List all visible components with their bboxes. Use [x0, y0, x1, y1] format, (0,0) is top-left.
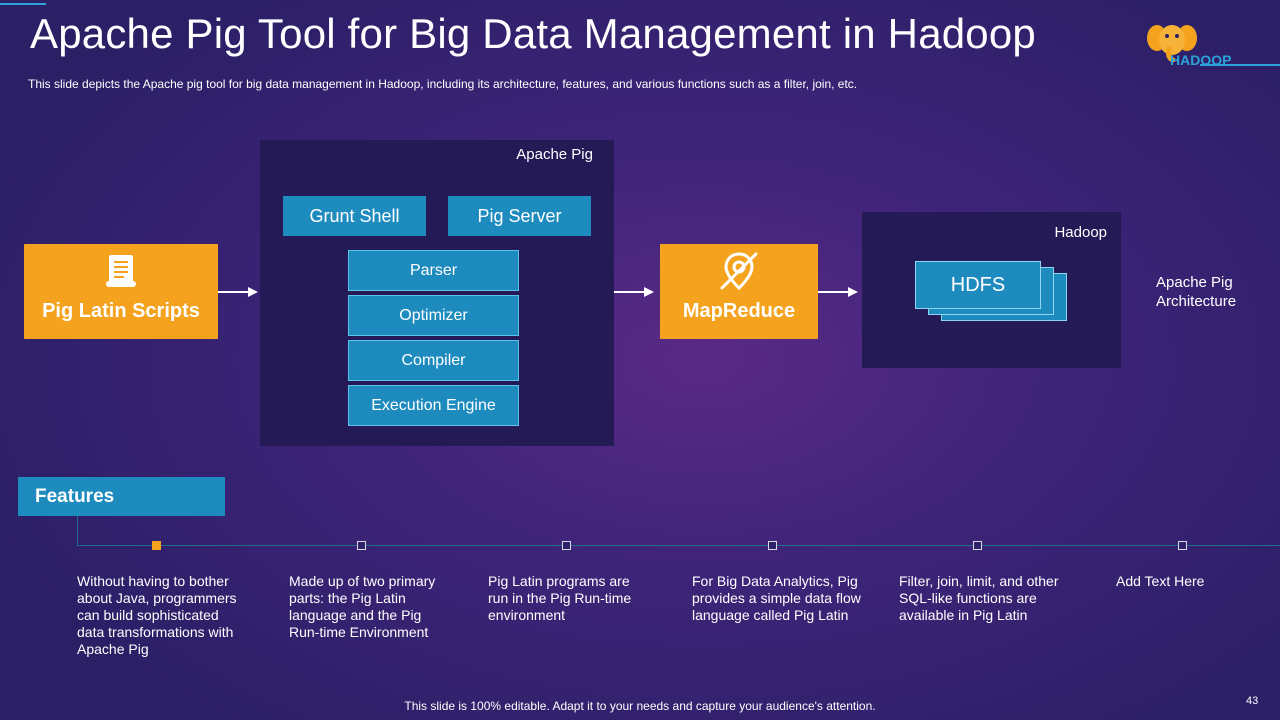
optimizer-box: Optimizer	[348, 295, 519, 336]
timeline-marker	[768, 541, 777, 550]
flow-arrow-icon	[614, 287, 654, 297]
timeline-connector	[77, 516, 78, 545]
architecture-caption: Apache Pig Architecture	[1156, 273, 1236, 311]
architecture-caption-line: Architecture	[1156, 293, 1237, 310]
logo-underline	[1200, 64, 1280, 66]
timeline-marker	[973, 541, 982, 550]
page-number: 43	[1246, 695, 1259, 707]
parser-box: Parser	[348, 250, 519, 291]
crossed-location-pin-icon	[720, 252, 758, 291]
footer-note: This slide is 100% editable. Adapt it to…	[404, 699, 876, 713]
mapreduce-label: MapReduce	[682, 300, 796, 322]
feature-item: Pig Latin programs are run in the Pig Ru…	[488, 573, 632, 623]
timeline-marker	[562, 541, 571, 550]
compiler-box: Compiler	[348, 340, 519, 381]
feature-item: Add Text Here	[1116, 573, 1205, 589]
flow-arrow-icon	[218, 287, 258, 297]
script-scroll-icon	[106, 255, 136, 287]
accent-line	[0, 3, 46, 5]
slide-subtitle: This slide depicts the Apache pig tool f…	[28, 77, 858, 91]
timeline-marker	[357, 541, 366, 550]
feature-item: Filter, join, limit, and other SQL-like …	[899, 573, 1059, 623]
mapreduce-box	[660, 244, 818, 339]
hadoop-elephant-logo	[1147, 25, 1197, 62]
feature-item: Without having to bother about Java, pro…	[77, 573, 237, 657]
apache-pig-label: Apache Pig	[516, 146, 593, 163]
flow-arrow-icon	[818, 287, 858, 297]
feature-item: For Big Data Analytics, Pig provides a s…	[692, 573, 861, 623]
pig-server-box: Pig Server	[448, 196, 591, 236]
slide-title: Apache Pig Tool for Big Data Management …	[30, 10, 1036, 57]
feature-item: Made up of two primary parts: the Pig La…	[289, 573, 436, 640]
timeline-line	[77, 545, 1280, 546]
hadoop-label: Hadoop	[1054, 224, 1107, 241]
execution-engine-box: Execution Engine	[348, 385, 519, 426]
features-heading: Features	[18, 477, 225, 516]
timeline-marker	[1178, 541, 1187, 550]
grunt-shell-box: Grunt Shell	[283, 196, 426, 236]
timeline-marker	[152, 541, 161, 550]
pig-latin-scripts-label: Pig Latin Scripts	[42, 300, 200, 322]
hdfs-box: HDFS	[915, 261, 1041, 309]
architecture-caption-line: Apache Pig	[1156, 274, 1233, 291]
